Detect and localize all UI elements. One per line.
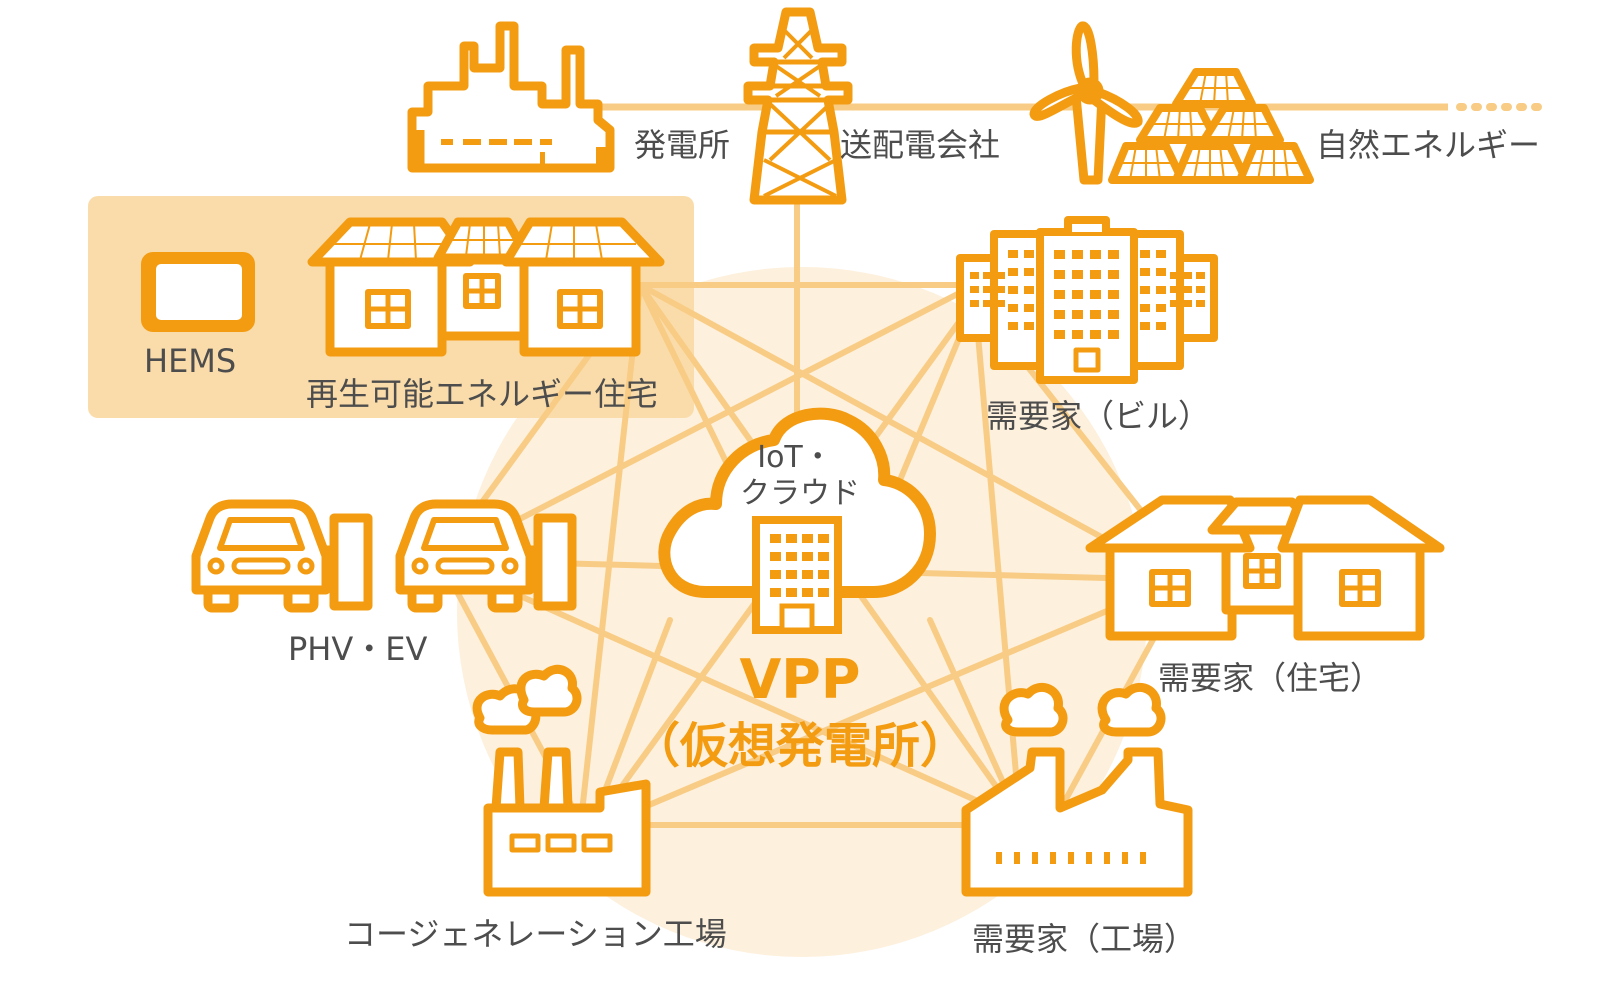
factory-icon <box>472 664 651 897</box>
transmission-tower-icon <box>743 7 853 205</box>
charger-icon <box>530 513 577 611</box>
factory-icon <box>961 683 1193 897</box>
cloud-label-line2: クラウド <box>740 476 860 511</box>
house-label: 需要家（住宅） <box>1158 659 1383 697</box>
vpp-subtitle: （仮想発電所） <box>631 718 968 774</box>
car-icon <box>191 499 331 613</box>
solar-panel-icon <box>1108 68 1314 184</box>
hems-label: HEMS <box>144 342 237 380</box>
factory-label: 需要家（工場） <box>972 920 1197 958</box>
cloud-icon <box>658 407 936 634</box>
vpp-title: VPP <box>739 648 861 711</box>
renewable-label: 自然エネルギー <box>1316 126 1541 164</box>
tablet-icon <box>141 252 255 332</box>
power-plant-label: 発電所 <box>634 126 731 164</box>
car-icon <box>395 499 535 613</box>
cloud-label-line1: IoT・ <box>757 440 833 475</box>
power-plant-icon <box>407 21 615 173</box>
renewable-home-label: 再生可能エネルギー住宅 <box>306 375 659 413</box>
building-label: 需要家（ビル） <box>986 397 1211 435</box>
house-icon <box>1085 495 1445 641</box>
charger-icon <box>326 513 373 611</box>
solar-house-icon <box>307 217 665 357</box>
utility-label: 送配電会社 <box>840 126 1001 164</box>
office-building-icon <box>956 216 1218 384</box>
cogeneration-label: コージェネレーション工場 <box>344 915 727 953</box>
wind-turbine-icon <box>1029 21 1143 185</box>
ev-label: PHV・EV <box>288 630 428 668</box>
